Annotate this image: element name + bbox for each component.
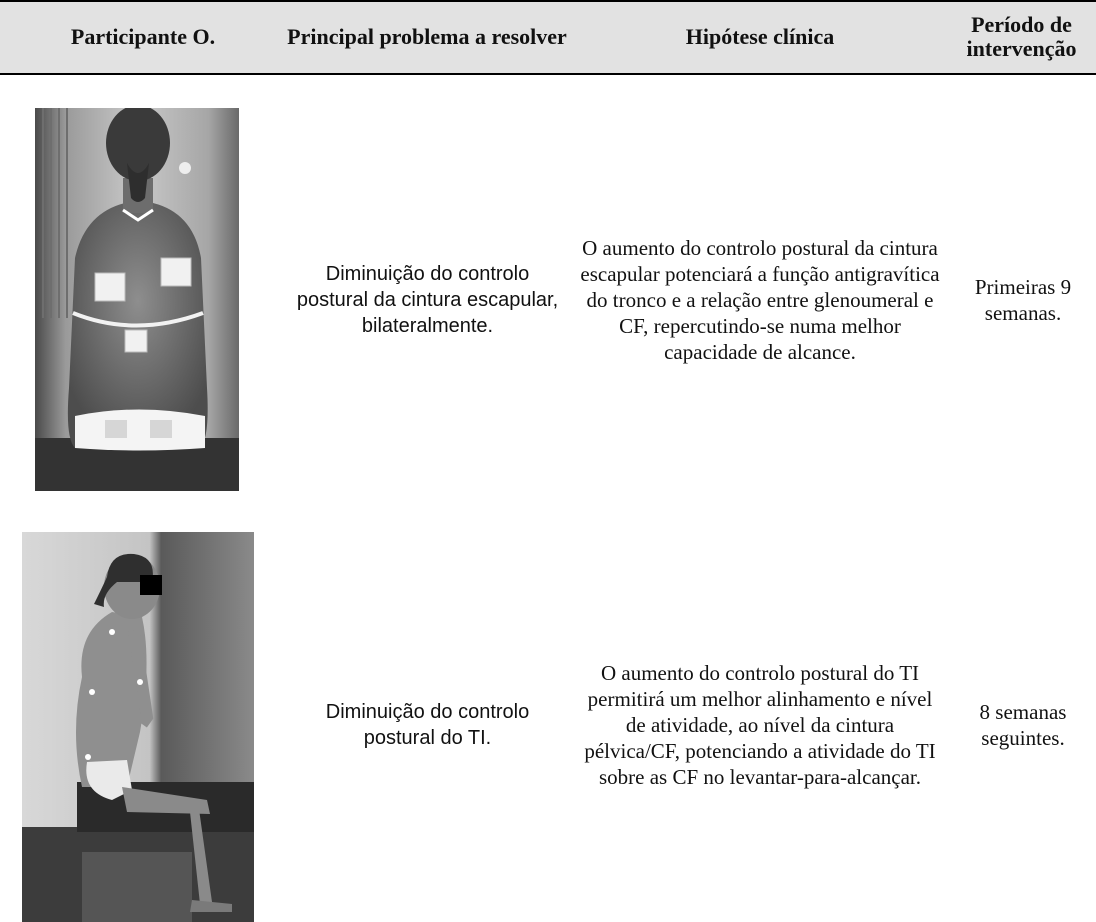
header-bottom-rule (0, 73, 1096, 75)
row1-problem: Diminuição do controlo postural da cintu… (296, 263, 559, 337)
photo-back-view (35, 108, 239, 491)
row2-period: 8 semanas seguintes. (979, 700, 1067, 750)
header-period: Período de intervenção (966, 12, 1077, 61)
header-top-rule (0, 0, 1096, 2)
row1-period: Primeiras 9 semanas. (974, 275, 1072, 325)
row2-hypothesis: O aumento do controlo postural do TI per… (584, 661, 936, 789)
header-problem: Principal problema a resolver (287, 24, 567, 49)
table-header-band (0, 0, 1096, 73)
row1-hypothesis: O aumento do controlo postural da cintur… (580, 236, 940, 364)
row2-problem: Diminuição do controlo postural do TI. (325, 701, 530, 749)
header-hypothesis: Hipótese clínica (685, 24, 835, 49)
header-participant: Participante O. (70, 24, 216, 49)
photo-side-view (22, 532, 254, 922)
